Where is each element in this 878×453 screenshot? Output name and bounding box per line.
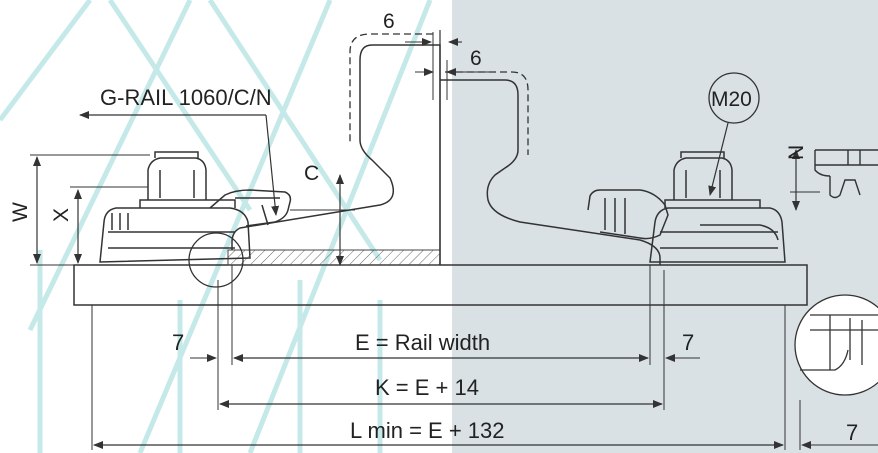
rail-left-half: [231, 44, 441, 265]
detail-right-content: [800, 314, 878, 371]
bolt-size-label: M20: [711, 88, 752, 111]
dim-x-label: X: [50, 208, 73, 222]
extension-lines: [91, 265, 801, 450]
gap-top-label: 6: [383, 10, 395, 33]
dim-c-label: C: [304, 162, 319, 185]
dim-n-label: N: [785, 145, 808, 160]
rail-width-label: E = Rail width: [355, 330, 490, 355]
rail-head-detail: [814, 149, 878, 199]
bolt-callout-circle: [708, 72, 760, 124]
offset-left-label: 7: [172, 330, 184, 355]
part-number-label: G-RAIL 1060/C/N: [100, 85, 272, 110]
rail-right-dashed: [445, 71, 529, 155]
gap-right-label: 6: [470, 47, 482, 70]
left-clamp: [99, 151, 292, 263]
rail-left-dashed: [349, 33, 433, 145]
offset-far-right-label: 7: [846, 420, 858, 445]
right-clamp: [587, 151, 786, 263]
l-dim-label: L min = E + 132: [350, 418, 505, 443]
bolt-callout-leader: [708, 122, 729, 196]
hatched-pad: [227, 249, 441, 266]
k-dim-label: K = E + 14: [375, 375, 479, 400]
offset-right-label: 7: [682, 330, 694, 355]
rail-right-half: [440, 79, 661, 265]
part-number-leader-diag: [265, 114, 280, 216]
detail-circle-left: [188, 232, 244, 288]
watermark-lines: [0, 0, 433, 453]
dim-w-label: W: [9, 202, 32, 222]
